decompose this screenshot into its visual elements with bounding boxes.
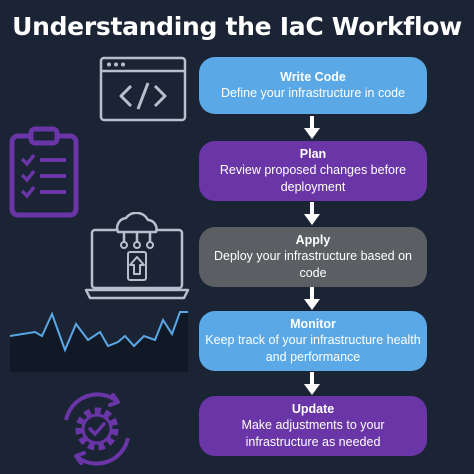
step-description: Deploy your infrastructure based on code — [213, 249, 413, 280]
gear-check-icon — [64, 392, 130, 466]
step-title: Update — [291, 402, 335, 416]
step-apply: Apply Deploy your infrastructure based o… — [199, 227, 427, 287]
step-monitor: Monitor Keep track of your infrastructur… — [199, 311, 427, 371]
step-description: Make adjustments to your infrastructure … — [241, 418, 385, 449]
step-title: Apply — [295, 233, 331, 247]
step-description: Review proposed changes before deploymen… — [219, 163, 407, 194]
step-title: Write Code — [280, 70, 346, 84]
cloud-laptop-icon — [84, 212, 190, 300]
down-arrow-icon — [304, 116, 320, 139]
down-arrow-icon — [304, 287, 320, 310]
step-title: Monitor — [290, 317, 336, 331]
step-description: Keep track of your infrastructure health… — [205, 333, 421, 364]
line-graph-icon — [10, 311, 188, 372]
step-write-code: Write Code Define your infrastructure in… — [199, 57, 427, 114]
step-update: Update Make adjustments to your infrastr… — [199, 396, 427, 456]
step-plan: Plan Review proposed changes before depl… — [199, 141, 427, 201]
down-arrow-icon — [304, 372, 320, 395]
down-arrow-icon — [304, 202, 320, 225]
step-description: Define your infrastructure in code — [220, 86, 406, 100]
clipboard-checklist-icon — [9, 126, 79, 218]
code-window-icon — [99, 56, 187, 122]
page-title: Understanding the IaC Workflow — [12, 12, 462, 41]
step-title: Plan — [299, 147, 327, 161]
